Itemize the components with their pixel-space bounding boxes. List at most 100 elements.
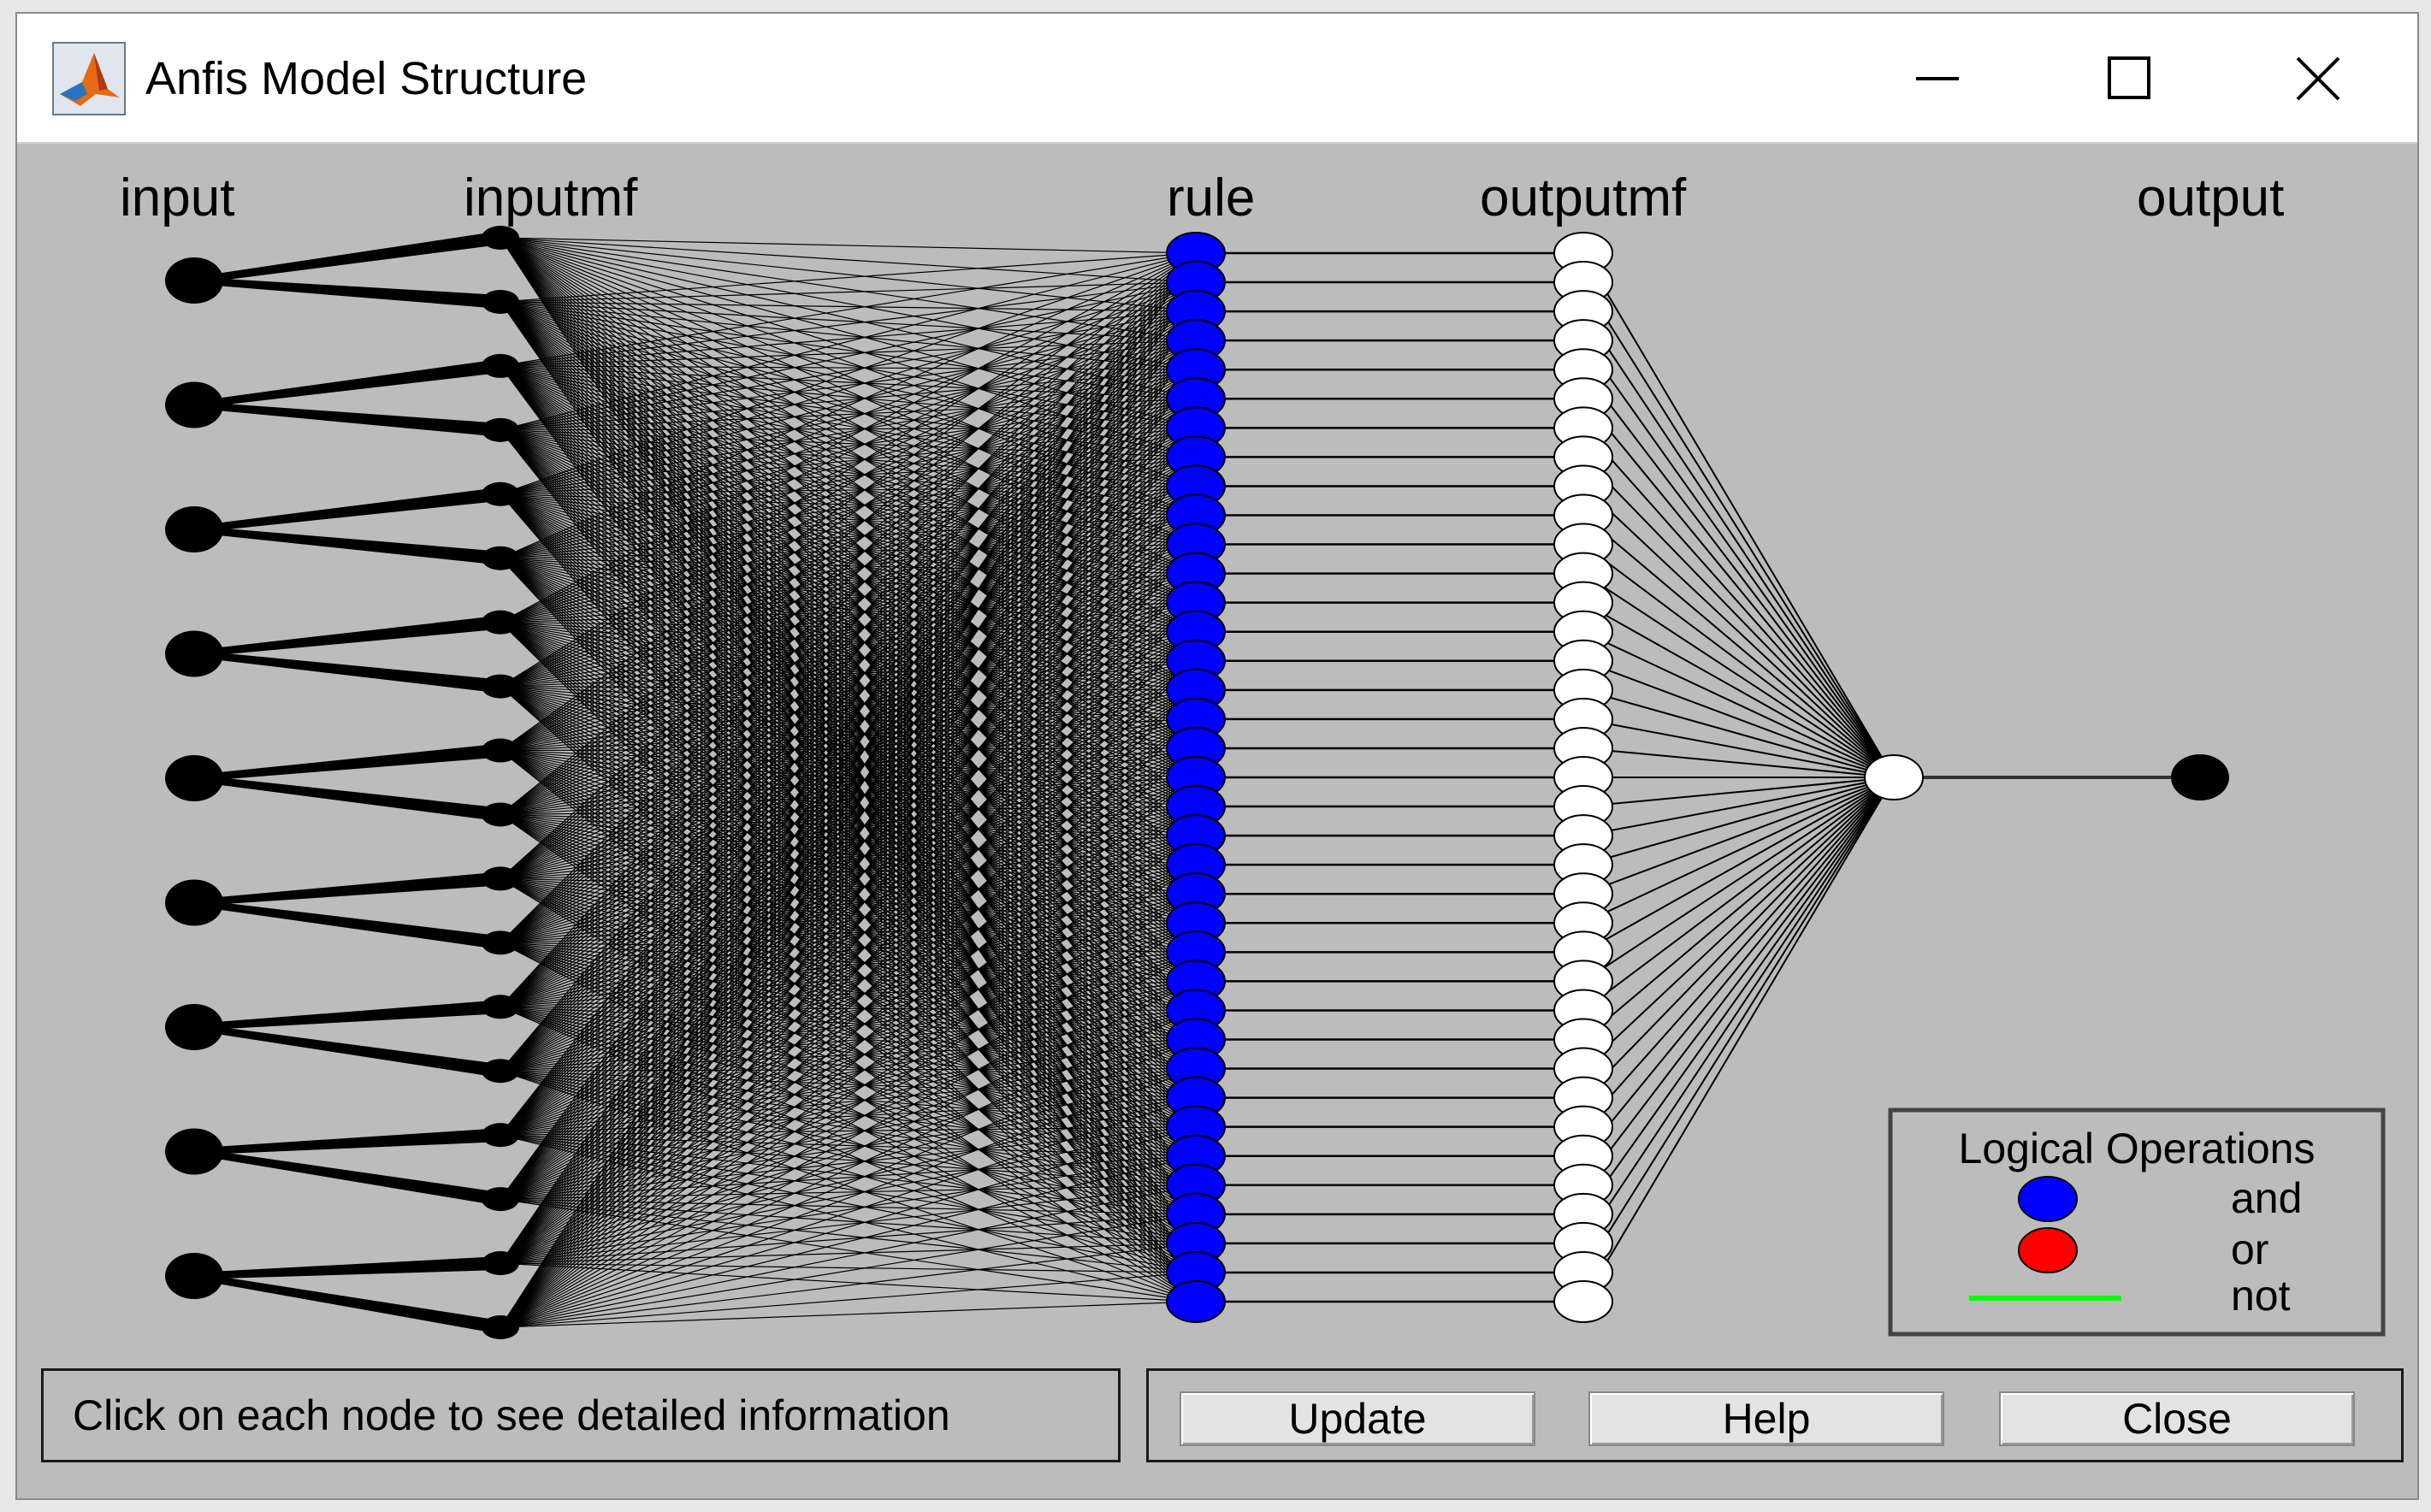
input-node[interactable] xyxy=(165,879,223,926)
mf-rule-link xyxy=(500,301,1197,428)
inputmf-node[interactable] xyxy=(482,738,519,763)
maximize-button[interactable] xyxy=(2070,31,2190,127)
mf-rule-link xyxy=(500,456,1197,495)
mf-rule-link xyxy=(500,1038,1197,1328)
mf-rule-link xyxy=(500,281,1197,1328)
mf-rule-link xyxy=(500,485,1197,559)
update-button[interactable]: Update xyxy=(1180,1391,1535,1446)
mf-rule-link xyxy=(500,543,1197,559)
mf-rule-link xyxy=(500,427,1197,1072)
mf-rule-link xyxy=(500,951,1197,1328)
mf-rule-link xyxy=(500,252,1197,1136)
mf-rule-link xyxy=(500,310,1197,1328)
inputmf-node[interactable] xyxy=(482,289,519,314)
outputmf-node[interactable] xyxy=(1553,1280,1613,1323)
outputmf-output-link xyxy=(1582,777,1895,983)
inputmf-node[interactable] xyxy=(482,802,519,827)
help-button[interactable]: Help xyxy=(1588,1391,1944,1446)
mf-rule-link xyxy=(500,310,1197,752)
mf-rule-link xyxy=(500,485,1197,688)
inputmf-node[interactable] xyxy=(482,481,519,506)
mf-rule-link xyxy=(500,544,1197,1007)
anfis-structure-diagram[interactable]: input inputmf rule outputmf output Logic… xyxy=(17,144,2417,1367)
close-button[interactable]: Close xyxy=(1999,1391,2355,1446)
mf-rule-link xyxy=(500,543,1197,623)
mf-rule-link xyxy=(500,398,1197,495)
mf-rule-link xyxy=(500,301,1197,341)
inputmf-node[interactable] xyxy=(482,1315,519,1339)
input-mf-link xyxy=(194,1273,500,1334)
outputmf-output-link xyxy=(1582,777,1895,837)
inputmf-node[interactable] xyxy=(482,1059,519,1084)
mf-rule-link xyxy=(500,340,1197,367)
mf-rule-link xyxy=(500,340,1197,1072)
input-node[interactable] xyxy=(165,381,223,428)
mf-rule-link xyxy=(500,369,1197,623)
mf-rule-link xyxy=(500,493,1197,546)
inputmf-node[interactable] xyxy=(482,417,519,442)
input-node[interactable] xyxy=(165,1004,223,1050)
inputmf-node[interactable] xyxy=(482,1123,519,1148)
inputmf-node[interactable] xyxy=(482,1251,519,1276)
aggregate-node[interactable] xyxy=(1864,754,1924,800)
diagram-nodes[interactable] xyxy=(165,226,2229,1339)
mf-rule-link xyxy=(500,427,1197,431)
mf-rule-link xyxy=(500,485,1197,1072)
rule-node[interactable] xyxy=(1166,1280,1226,1323)
outputmf-output-link xyxy=(1582,777,1895,1273)
input-mf-link xyxy=(194,615,500,658)
mf-rule-link xyxy=(500,660,1197,1328)
mf-rule-link xyxy=(500,369,1197,431)
mf-rule-link xyxy=(500,427,1197,1007)
mf-rule-link xyxy=(500,398,1197,879)
minimize-button[interactable] xyxy=(1878,31,1997,127)
inputmf-node[interactable] xyxy=(482,930,519,955)
mf-rule-link xyxy=(500,340,1197,1200)
window-title: Anfis Model Structure xyxy=(145,53,588,104)
inputmf-node[interactable] xyxy=(482,674,519,699)
mf-rule-link xyxy=(500,1243,1197,1328)
mf-rule-link xyxy=(500,237,1197,458)
inputmf-node[interactable] xyxy=(482,226,519,250)
input-node[interactable] xyxy=(165,1128,223,1175)
matlab-icon xyxy=(51,41,127,116)
mf-rule-link xyxy=(500,427,1197,943)
mf-rule-link xyxy=(500,398,1197,1072)
mf-rule-link xyxy=(500,398,1197,1200)
input-node[interactable] xyxy=(165,630,223,677)
mf-rule-link xyxy=(500,515,1197,1136)
mf-rule-link xyxy=(500,980,1197,1328)
mf-rule-link xyxy=(500,252,1197,1007)
close-window-button[interactable] xyxy=(2258,31,2378,127)
inputmf-node[interactable] xyxy=(482,995,519,1019)
inputmf-node[interactable] xyxy=(482,353,519,378)
mf-rule-link xyxy=(500,398,1197,431)
input-node[interactable] xyxy=(165,1253,223,1299)
inputmf-node[interactable] xyxy=(482,610,519,635)
outputmf-output-link xyxy=(1582,427,1895,778)
input-node[interactable] xyxy=(165,257,223,304)
input-node[interactable] xyxy=(165,506,223,552)
mf-rule-link xyxy=(500,281,1197,1136)
outputmf-output-link xyxy=(1582,252,1895,778)
mf-rule-link xyxy=(500,369,1197,943)
mf-rule-link xyxy=(500,1262,1197,1302)
mf-rule-link xyxy=(500,340,1197,879)
inputmf-node[interactable] xyxy=(482,1187,519,1212)
mf-rule-link xyxy=(500,310,1197,1136)
mf-rule-link xyxy=(500,456,1197,943)
mf-rule-link xyxy=(500,252,1197,1328)
mf-rule-link xyxy=(500,427,1197,752)
inputmf-node[interactable] xyxy=(482,546,519,570)
mf-rule-link xyxy=(500,237,1197,428)
mf-rule-link xyxy=(500,340,1197,752)
input-node[interactable] xyxy=(165,755,223,801)
mf-rule-link xyxy=(500,281,1197,303)
output-node[interactable] xyxy=(2171,754,2229,800)
mf-rule-link xyxy=(500,369,1197,752)
inputmf-node[interactable] xyxy=(482,866,519,891)
outputmf-output-link xyxy=(1582,777,1895,954)
mf-rule-link xyxy=(500,237,1197,254)
mf-rule-link xyxy=(500,1067,1197,1328)
mf-rule-link xyxy=(500,340,1197,495)
